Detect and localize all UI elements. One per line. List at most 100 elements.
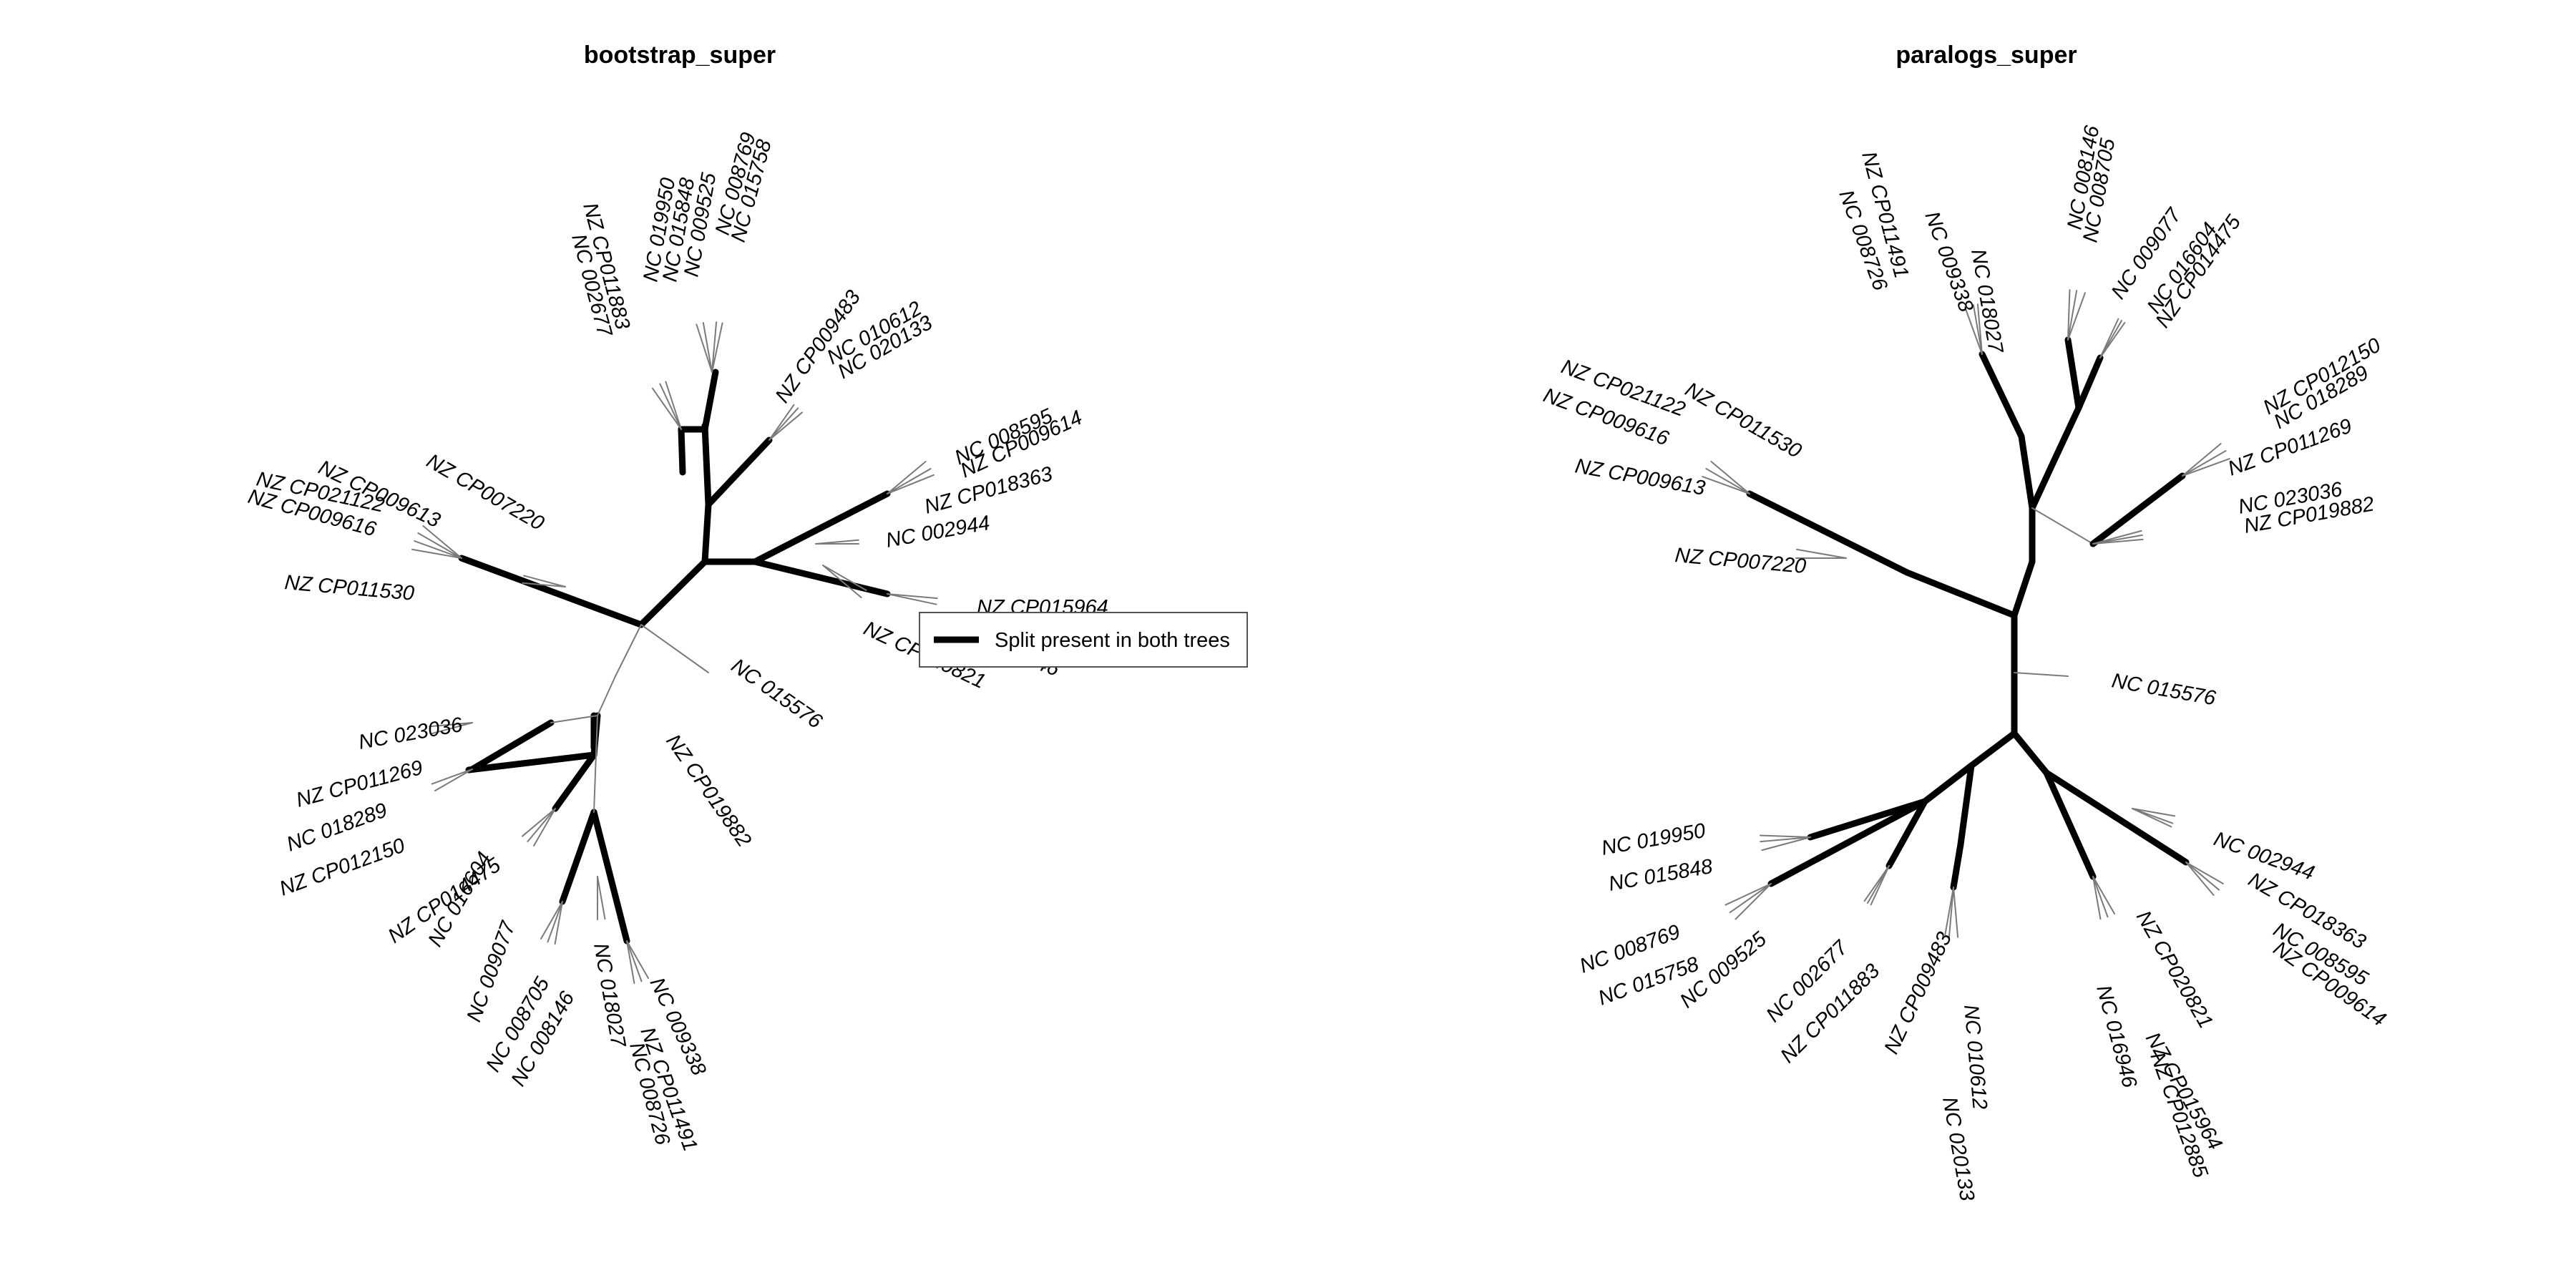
shared-branch — [1807, 798, 1928, 841]
tip-branch — [431, 769, 473, 785]
shared-branch — [1921, 762, 1975, 805]
tree-title: paralogs_super — [1896, 42, 2077, 69]
tip-branch — [1760, 834, 1811, 838]
tip-branch — [2092, 876, 2115, 914]
branch — [550, 715, 598, 723]
tip-branch — [411, 548, 462, 559]
tip-branch — [651, 387, 682, 430]
shared-branch — [701, 369, 719, 433]
shared-branch — [678, 426, 686, 476]
shared-branch — [1950, 841, 1964, 891]
tip-branch — [2182, 450, 2227, 477]
shared-branch — [638, 558, 708, 628]
branch — [2014, 672, 2069, 677]
tip-branch — [2067, 292, 2086, 341]
tip-branch — [887, 593, 937, 605]
tip-branch — [702, 322, 713, 373]
tip-branch — [769, 407, 799, 441]
tip-branch — [2067, 289, 2071, 341]
shared-branch — [2043, 769, 2190, 866]
tip-branch — [626, 940, 635, 985]
branch — [593, 715, 598, 813]
branch — [640, 624, 709, 673]
tip-branch — [533, 808, 556, 847]
tip-branch — [2182, 443, 2222, 477]
tip-branch — [2092, 538, 2144, 545]
tip-branch — [665, 381, 682, 430]
shared-branch — [701, 501, 712, 565]
tip-branch — [434, 769, 473, 791]
shared-branch — [590, 809, 630, 945]
tip-branch — [1976, 303, 1983, 355]
shared-branch — [559, 809, 597, 905]
tip-branch — [547, 901, 563, 943]
tip-branch — [711, 321, 718, 373]
tip-branch — [430, 722, 473, 735]
tip-branch — [822, 565, 862, 598]
tip-branch — [522, 808, 556, 837]
tip-branch — [414, 540, 462, 559]
shared-branch — [2089, 472, 2186, 547]
tip-branch — [429, 722, 473, 728]
shared-branch — [2064, 336, 2082, 411]
tip-branch — [696, 323, 713, 373]
tip-branch — [2132, 808, 2176, 817]
tip-branch — [2132, 808, 2172, 828]
tip-branch — [1724, 883, 1772, 906]
tip-branch — [1705, 468, 1750, 494]
shared-branch — [469, 719, 555, 773]
tip-branch — [2092, 876, 2109, 918]
shared-branch — [2043, 769, 2097, 880]
shared-branch — [1903, 569, 2018, 619]
tip-branch — [887, 593, 938, 600]
tip-branch — [2092, 534, 2143, 545]
legend: Split present in both trees — [919, 612, 1248, 668]
tip-branch — [887, 461, 927, 494]
tip-branch — [2185, 862, 2215, 896]
tip-branch — [2185, 862, 2224, 884]
tip-branch — [1964, 306, 1983, 355]
tip-branch — [2185, 862, 2220, 891]
tree-title: bootstrap_super — [584, 42, 776, 69]
branch — [615, 624, 642, 677]
shared-branch — [1746, 490, 1911, 576]
tree-branches-right — [1702, 289, 2230, 938]
tip-branch — [626, 940, 649, 979]
tip-branch — [887, 468, 932, 494]
tip-branch — [1972, 304, 1983, 355]
shared-branch — [552, 751, 597, 812]
tip-branch — [1948, 887, 1954, 938]
shared-branch — [1957, 762, 1975, 848]
tip-branch — [2182, 458, 2230, 477]
tip-branch — [527, 808, 556, 842]
tip-branch — [1943, 887, 1954, 937]
shared-branch — [701, 422, 712, 508]
shared-branch — [458, 555, 645, 628]
tip-branch — [2067, 290, 2078, 341]
tip-branch — [1761, 836, 1811, 852]
shared-branch — [465, 751, 597, 774]
tip-branch — [1710, 461, 1750, 494]
shared-branch — [705, 436, 773, 508]
branch — [2031, 507, 2094, 545]
tip-branch — [554, 901, 563, 945]
tip-branch — [626, 940, 643, 982]
legend-label: Split present in both trees — [995, 629, 1230, 652]
tip-branch — [417, 532, 462, 559]
tip-branch — [1735, 883, 1772, 920]
tip-branch — [597, 876, 606, 920]
tip-branch — [540, 901, 563, 940]
tip-branch — [2092, 876, 2102, 920]
tip-branch — [887, 474, 935, 494]
shared-branch — [751, 558, 891, 597]
tip-branch — [523, 575, 566, 587]
tip-branch — [1796, 548, 1847, 559]
tip-branch — [769, 411, 803, 441]
tree-branches-left — [411, 321, 938, 985]
tip-branch — [1729, 883, 1772, 914]
tip-branch — [2099, 320, 2122, 358]
shared-branch — [2018, 433, 2036, 512]
shared-branch — [2011, 730, 2050, 776]
